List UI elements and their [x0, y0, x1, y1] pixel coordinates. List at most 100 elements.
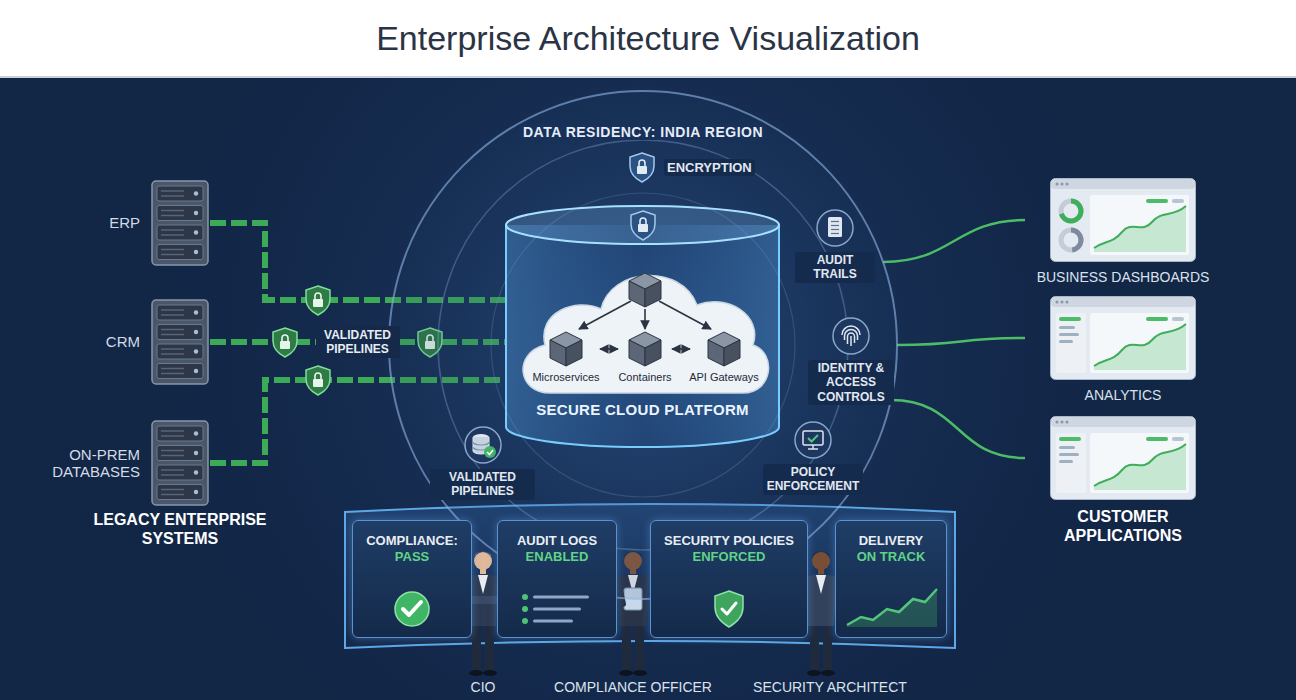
person-figure-part — [816, 575, 826, 594]
person-figure-part — [810, 620, 819, 672]
cylinder-outline-part — [629, 281, 645, 307]
screen-mockup-part — [1061, 230, 1081, 250]
cylinder-outline-part — [640, 218, 646, 224]
person-figure-part — [472, 620, 481, 672]
status-card: DELIVERYON TRACK — [835, 520, 947, 638]
card-icon-part — [522, 606, 528, 612]
app-label: BUSINESS DASHBOARDS — [1037, 269, 1210, 286]
screen-mockup-part — [1146, 437, 1168, 441]
region-title: DATA RESIDENCY: INDIA REGION — [519, 124, 767, 140]
security-control: VALIDATED PIPELINES — [430, 425, 535, 511]
control-icon-part — [828, 217, 842, 237]
screen-mockup-part — [1172, 317, 1184, 321]
screen-mockup-part — [1061, 183, 1064, 186]
screen-mockup-part — [1094, 206, 1186, 248]
server-icon-part — [161, 229, 184, 231]
card-status: PASS — [395, 549, 429, 566]
role-label: CIO — [471, 679, 496, 695]
group-label: LEGACY ENTERPRISE SYSTEMS — [85, 510, 275, 548]
person-figure-part — [622, 620, 631, 672]
pipeline-shield-part — [315, 373, 321, 379]
screen-mockup-part — [1066, 421, 1069, 424]
service-label: Containers — [618, 371, 671, 383]
control-icon-part — [808, 435, 818, 442]
app-screen: CUSTOMER APPLICATIONS — [1025, 416, 1221, 552]
control-icon — [793, 420, 833, 460]
person-figure-part — [812, 552, 830, 570]
cylinder-outline-part — [631, 211, 655, 240]
control-label: ENCRYPTION — [664, 159, 755, 176]
server-icon-part — [161, 314, 184, 316]
screen-mockup-part — [1059, 437, 1081, 441]
control-icon-part — [833, 318, 869, 354]
server-icon-part — [157, 245, 203, 260]
security-control: AUDIT TRAILS — [795, 208, 875, 292]
card-heading: DELIVERY — [859, 533, 924, 549]
connector — [672, 348, 690, 350]
lock-shield-icon-part — [630, 153, 654, 182]
cylinder-outline-part — [629, 273, 661, 307]
server-icon-part — [157, 465, 203, 480]
server-icon-part — [161, 368, 184, 370]
screen-mockup-part — [1056, 183, 1059, 186]
screen-mockup-part — [1059, 333, 1079, 336]
screen-mockup — [1050, 416, 1196, 500]
glow — [0, 78, 1296, 700]
cube-icon-part — [566, 340, 582, 366]
screen-mockup-part — [1051, 297, 1196, 380]
pipeline-shield-part — [313, 379, 323, 387]
screen-mockup-part — [1172, 437, 1184, 441]
diagram-title: Enterprise Architecture Visualization — [376, 19, 920, 58]
service-cube: Containers — [618, 330, 672, 386]
control-icon-part — [484, 446, 496, 458]
card-icon-part — [533, 596, 589, 599]
control-icon-part — [831, 233, 839, 234]
server-icon-part — [161, 210, 184, 212]
server-icon — [150, 419, 210, 507]
pipeline-shield-part — [282, 335, 288, 341]
region-outline-part — [491, 193, 795, 497]
person-figure-part — [485, 620, 494, 672]
card-icon-part — [533, 620, 573, 623]
server-icon-part — [161, 430, 184, 432]
server-icon-part — [157, 325, 203, 340]
cube-icon-part — [645, 340, 661, 366]
screen-mockup-part — [1146, 199, 1168, 203]
card-icon-part — [522, 594, 528, 600]
connector — [891, 400, 1025, 458]
server-icon-part — [161, 494, 184, 496]
screen-mockup-part — [1051, 417, 1195, 427]
server-icon — [150, 298, 210, 386]
server-icon-part — [161, 435, 184, 437]
control-icon-part — [831, 229, 839, 230]
control-icon-part — [831, 221, 839, 222]
server-icon-part — [161, 234, 184, 236]
cube-icon — [548, 330, 584, 368]
platform-cylinder: SECURE CLOUD PLATFORMMicroservicesContai… — [505, 205, 780, 450]
control-label: AUDIT TRAILS — [795, 252, 875, 283]
server-icon-part — [194, 230, 198, 234]
app-label: CUSTOMER APPLICATIONS — [1025, 507, 1221, 545]
cylinder-outline-part — [638, 224, 648, 232]
screen-mockup-part — [1066, 301, 1069, 304]
server-icon-part — [157, 186, 203, 201]
security-control: IDENTITY & ACCESS CONTROLS — [808, 316, 894, 414]
server-icon-part — [161, 469, 184, 471]
cube-icon — [706, 330, 742, 368]
server-icon-part — [194, 349, 198, 353]
control-icon-part — [808, 448, 818, 450]
card-icon — [712, 589, 746, 629]
screen-mockup-part — [1059, 317, 1081, 321]
server-icon-part — [161, 190, 184, 192]
card-icon-part — [522, 618, 528, 624]
server-icon-part — [161, 254, 184, 256]
server-node: ERP — [95, 178, 210, 268]
security-control: ENCRYPTION — [628, 150, 778, 184]
screen-mockup-part — [1059, 446, 1075, 449]
server-icon-part — [161, 450, 184, 452]
card-icon-part — [395, 592, 429, 626]
server-icon-part — [152, 300, 208, 384]
control-icon-part — [831, 225, 839, 226]
screen-mockup-part — [1094, 444, 1186, 490]
screen-mockup-part — [1056, 301, 1059, 304]
